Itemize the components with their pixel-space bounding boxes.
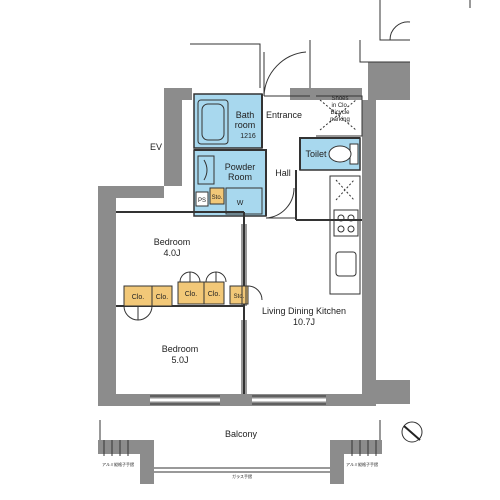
shoes-label-2: in Clo. bbox=[331, 103, 348, 109]
closets bbox=[123, 281, 249, 307]
sliding-door-lower bbox=[241, 320, 247, 394]
balcony-railing bbox=[99, 420, 381, 473]
counter bbox=[329, 175, 361, 295]
bath-label-line2: room bbox=[235, 120, 256, 130]
cooktop-frame bbox=[333, 209, 359, 237]
railing-label-left: アルミ縦格子手摺 bbox=[102, 461, 134, 467]
structural-walls bbox=[98, 62, 410, 484]
context-lines bbox=[190, 0, 471, 88]
closet-label-4: Clo. bbox=[208, 291, 221, 298]
context-outline-right bbox=[359, 40, 410, 63]
railing-bars-left bbox=[103, 440, 129, 456]
south-wall bbox=[98, 394, 376, 406]
closet-label-1: Clo. bbox=[132, 294, 145, 301]
balcony-post-left bbox=[140, 454, 154, 484]
closet-4 bbox=[203, 281, 225, 305]
pipe-space bbox=[195, 191, 209, 207]
kitchen-sink bbox=[335, 251, 357, 277]
burner-1 bbox=[337, 214, 345, 222]
toilet-walls bbox=[299, 137, 360, 170]
bathtub bbox=[197, 99, 229, 145]
glass-railing bbox=[154, 467, 330, 473]
powder-storage bbox=[209, 187, 225, 205]
hall-door-swing bbox=[265, 187, 295, 219]
balcony-sides bbox=[99, 420, 381, 440]
powder-sto-label: Sto. bbox=[212, 195, 223, 201]
railing-label-right: アルミ縦格子手摺 bbox=[346, 461, 378, 467]
closet-label-2: Clo. bbox=[156, 294, 169, 301]
closet-label-3: Clo. bbox=[185, 291, 198, 298]
hall-label: Hall bbox=[275, 168, 291, 178]
powder-label-line2: Room bbox=[228, 172, 252, 182]
shoe-closet-outline bbox=[316, 95, 363, 137]
shoes-label-1: Shoes bbox=[331, 96, 348, 102]
entrance-label: Entrance bbox=[266, 110, 302, 120]
closet-door-e bbox=[123, 305, 139, 321]
bedroom-sto-label: Sto. bbox=[234, 294, 245, 300]
shoes-label-4: parking bbox=[330, 117, 350, 123]
ldk-label: Living Dining Kitchen bbox=[262, 306, 346, 316]
balcony-post-right bbox=[330, 454, 344, 484]
bedroom-door-swings bbox=[123, 271, 263, 321]
bathtub-inner bbox=[201, 103, 225, 141]
sliding-doors bbox=[241, 224, 247, 394]
bath-label: Bath bbox=[236, 110, 255, 120]
entrance-door-swing bbox=[263, 51, 307, 97]
north-wall-right bbox=[290, 88, 362, 100]
kitchen-counter bbox=[329, 175, 361, 295]
ldk-size: 10.7J bbox=[293, 317, 315, 327]
powder-label: Powder bbox=[225, 162, 256, 172]
sliding-door-upper bbox=[241, 224, 247, 306]
basin bbox=[203, 159, 208, 181]
ldk-window-lines bbox=[252, 395, 326, 405]
storage-door bbox=[247, 285, 263, 301]
context-door-arc bbox=[389, 21, 411, 41]
burner-2 bbox=[347, 214, 355, 222]
context-corner bbox=[379, 0, 410, 41]
closet-door-f bbox=[137, 305, 153, 321]
ps-label: PS bbox=[198, 198, 206, 204]
bedroom2-label: Bedroom bbox=[162, 344, 199, 354]
entrance-door bbox=[263, 51, 310, 97]
fridge-space bbox=[335, 179, 355, 201]
burner-4 bbox=[347, 225, 355, 233]
toilet-bowl bbox=[328, 145, 352, 163]
closet-door-c bbox=[205, 271, 217, 283]
shoe-closet bbox=[316, 95, 363, 137]
bathtub-outer bbox=[197, 99, 229, 145]
north-arrow-icon bbox=[401, 421, 423, 443]
closet-door-a bbox=[179, 271, 191, 283]
closet-2 bbox=[151, 285, 173, 307]
bedroom1-label: Bedroom bbox=[154, 237, 191, 247]
bedroom-storage bbox=[229, 285, 249, 305]
west-wall bbox=[98, 186, 116, 406]
south-window-lines bbox=[150, 395, 326, 405]
left-column-wall bbox=[100, 88, 192, 198]
burner-3 bbox=[337, 225, 345, 233]
context-outline-left bbox=[190, 43, 261, 88]
bath-size: 1216 bbox=[240, 133, 256, 140]
railing-bars-right bbox=[351, 440, 377, 456]
railing-label-mid: ガラス手摺 bbox=[232, 473, 252, 479]
closet-door-b bbox=[189, 271, 201, 283]
cooktop bbox=[333, 209, 359, 237]
vanity bbox=[197, 155, 215, 185]
balcony-pier-left bbox=[98, 440, 154, 454]
powder-walls bbox=[194, 149, 267, 216]
toilet-label: Toilet bbox=[305, 149, 327, 159]
ev-label: EV bbox=[150, 142, 162, 152]
bedroom-window-lines bbox=[150, 395, 220, 405]
closet-door-d bbox=[215, 271, 227, 283]
toilet-fixture bbox=[328, 143, 359, 165]
washer-label: W bbox=[237, 200, 244, 207]
balcony-label: Balcony bbox=[225, 429, 258, 439]
balcony-pier-right bbox=[330, 440, 382, 454]
shoes-label-3: Bicycle bbox=[330, 110, 350, 116]
bedroom1-size: 4.0J bbox=[163, 248, 180, 258]
east-column-wall bbox=[362, 62, 410, 404]
bedroom2-size: 5.0J bbox=[171, 355, 188, 365]
